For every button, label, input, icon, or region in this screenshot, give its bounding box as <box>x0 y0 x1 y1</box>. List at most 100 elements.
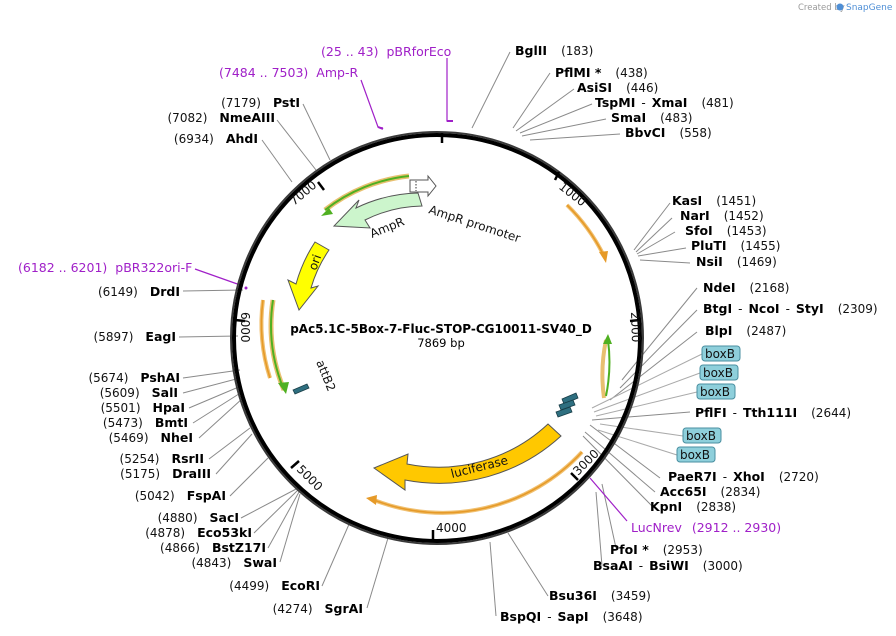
primer-range: (2912 .. 2930) <box>692 520 781 535</box>
boxb-label: boxB <box>703 366 733 380</box>
site-position: (4499) <box>229 579 269 593</box>
site-name-bstz17i: BstZ17I <box>212 540 266 555</box>
site-position: (2487) <box>746 324 786 338</box>
ampr-promoter-label: AmpR promoter <box>427 203 522 246</box>
boxb-label-box <box>682 427 722 444</box>
site-name-pflmi: PflMI * <box>555 65 602 80</box>
site-separator: - <box>786 302 790 316</box>
ampr-label: AmpR <box>368 214 406 240</box>
site-separator: - <box>738 302 742 316</box>
left-site-labels: PstI(7179)NmeAIII(7082)AhdI(6934)DrdI(61… <box>88 95 363 616</box>
primer-range: (7484 .. 7503) <box>219 65 308 80</box>
orf-arcs <box>259 173 612 515</box>
primer-name: LucNrev <box>631 520 682 535</box>
site-position: (1453) <box>727 224 767 238</box>
site-separator: - <box>733 406 737 420</box>
site-name-bspqi: BspQI <box>500 609 541 624</box>
site-position: (483) <box>660 111 692 125</box>
boxb-label: boxB <box>700 385 730 399</box>
site-name-eco53ki: Eco53kI <box>197 525 252 540</box>
site-name-nhei: NheI <box>161 430 194 445</box>
site-name-bglii: BglII <box>515 43 547 58</box>
site-position: (4843) <box>191 556 231 570</box>
primer-label-lucnrev: LucNrev (2912 .. 2930) <box>631 520 781 535</box>
site-name-sgrai: SgrAI <box>325 601 363 616</box>
site-position: (3648) <box>603 610 643 624</box>
site-name-eagi: EagI <box>145 329 176 344</box>
site-position: (7179) <box>221 96 261 110</box>
site-name-nmeaiii: NmeAIII <box>219 110 275 125</box>
watermark-brand: SnapGene <box>846 3 893 13</box>
boxb-label-box <box>699 364 739 381</box>
primer-range: (25 .. 43) <box>321 44 378 59</box>
site-position: (2953) <box>663 543 703 557</box>
attb2-label: attB2 <box>313 358 338 394</box>
site-name-swai: SwaI <box>243 555 277 570</box>
boxb-label-box <box>701 345 741 362</box>
site-position: (183) <box>561 44 593 58</box>
site-position: (4274) <box>273 602 313 616</box>
site-position: (5609) <box>100 386 140 400</box>
primer-mark-ampr <box>377 126 384 130</box>
site-position: (5897) <box>94 330 134 344</box>
tick-marks <box>234 133 641 540</box>
snapgene-logo-icon <box>836 3 844 11</box>
site-position: (3000) <box>703 559 743 573</box>
site-position: (5469) <box>109 431 149 445</box>
site-position: (1452) <box>724 209 764 223</box>
site-position: (2720) <box>779 470 819 484</box>
site-position: (4880) <box>158 511 198 525</box>
ampr-arrow <box>332 192 423 229</box>
site-name-paer7i: PaeR7I <box>668 469 717 484</box>
site-position: (6934) <box>174 132 214 146</box>
plasmid-length: 7869 bp <box>417 336 465 350</box>
site-position: (5674) <box>88 371 128 385</box>
site-position: (4866) <box>160 541 200 555</box>
site-name-pflfi: PflFI <box>695 405 727 420</box>
site-separator: - <box>723 470 727 484</box>
site-position: (2838) <box>696 500 736 514</box>
site-name-draiii: DraIII <box>172 466 211 481</box>
site-position: (4878) <box>145 526 185 540</box>
site-name-ecori: EcoRI <box>281 578 320 593</box>
site-name-hpai: HpaI <box>153 400 186 415</box>
site-position: (2168) <box>750 281 790 295</box>
site-position: (5042) <box>135 489 175 503</box>
right-site-labels: BglII(183)PflMI *(438)AsiSI(446)TspMI-Xm… <box>500 43 878 624</box>
primer-name: pBR322ori-F <box>115 260 192 275</box>
site-name-bsiwi: BsiWI <box>649 558 689 573</box>
plasmid-name: pAc5.1C-5Box-7-Fluc-STOP-CG10011-SV40_D <box>290 322 592 337</box>
site-name-tth111i: Tth111I <box>743 405 797 420</box>
primer-range: (6182 .. 6201) <box>18 260 107 275</box>
primer-mark-pbr322ori <box>244 286 248 290</box>
primer-label-pbrforeco: (25 .. 43)pBRforEco <box>321 44 451 59</box>
site-position: (2309) <box>838 302 878 316</box>
ori-arrow <box>287 241 330 312</box>
site-position: (5473) <box>103 416 143 430</box>
backbone-outer <box>230 131 644 545</box>
site-name-bmti: BmtI <box>155 415 188 430</box>
ori-label: ori <box>306 253 324 272</box>
site-position: (7082) <box>168 111 208 125</box>
watermark-created-by: Created by <box>798 3 845 13</box>
site-name-bbvci: BbvCI <box>625 125 665 140</box>
site-position: (438) <box>615 66 647 80</box>
tick-label-2000: 2000 <box>628 312 643 343</box>
site-position: (2834) <box>721 485 761 499</box>
leader-bglii <box>471 51 511 129</box>
site-name-drdi: DrdI <box>150 284 180 299</box>
leader-lines <box>178 51 703 617</box>
site-name-kpni: KpnI <box>650 499 682 514</box>
site-name-smai: SmaI <box>611 110 646 125</box>
site-name-btgi: BtgI <box>703 301 732 316</box>
site-name-asisi: AsiSI <box>577 80 612 95</box>
site-name-nsii: NsiI <box>696 254 723 269</box>
site-name-sapi: SapI <box>558 609 589 624</box>
tick-label-6000: 6000 <box>238 312 252 343</box>
site-name-ncoi: NcoI <box>748 301 779 316</box>
site-position: (481) <box>701 96 733 110</box>
site-separator: - <box>547 610 551 624</box>
primer-name: Amp-R <box>316 65 358 80</box>
boxb-label-box <box>696 383 736 400</box>
